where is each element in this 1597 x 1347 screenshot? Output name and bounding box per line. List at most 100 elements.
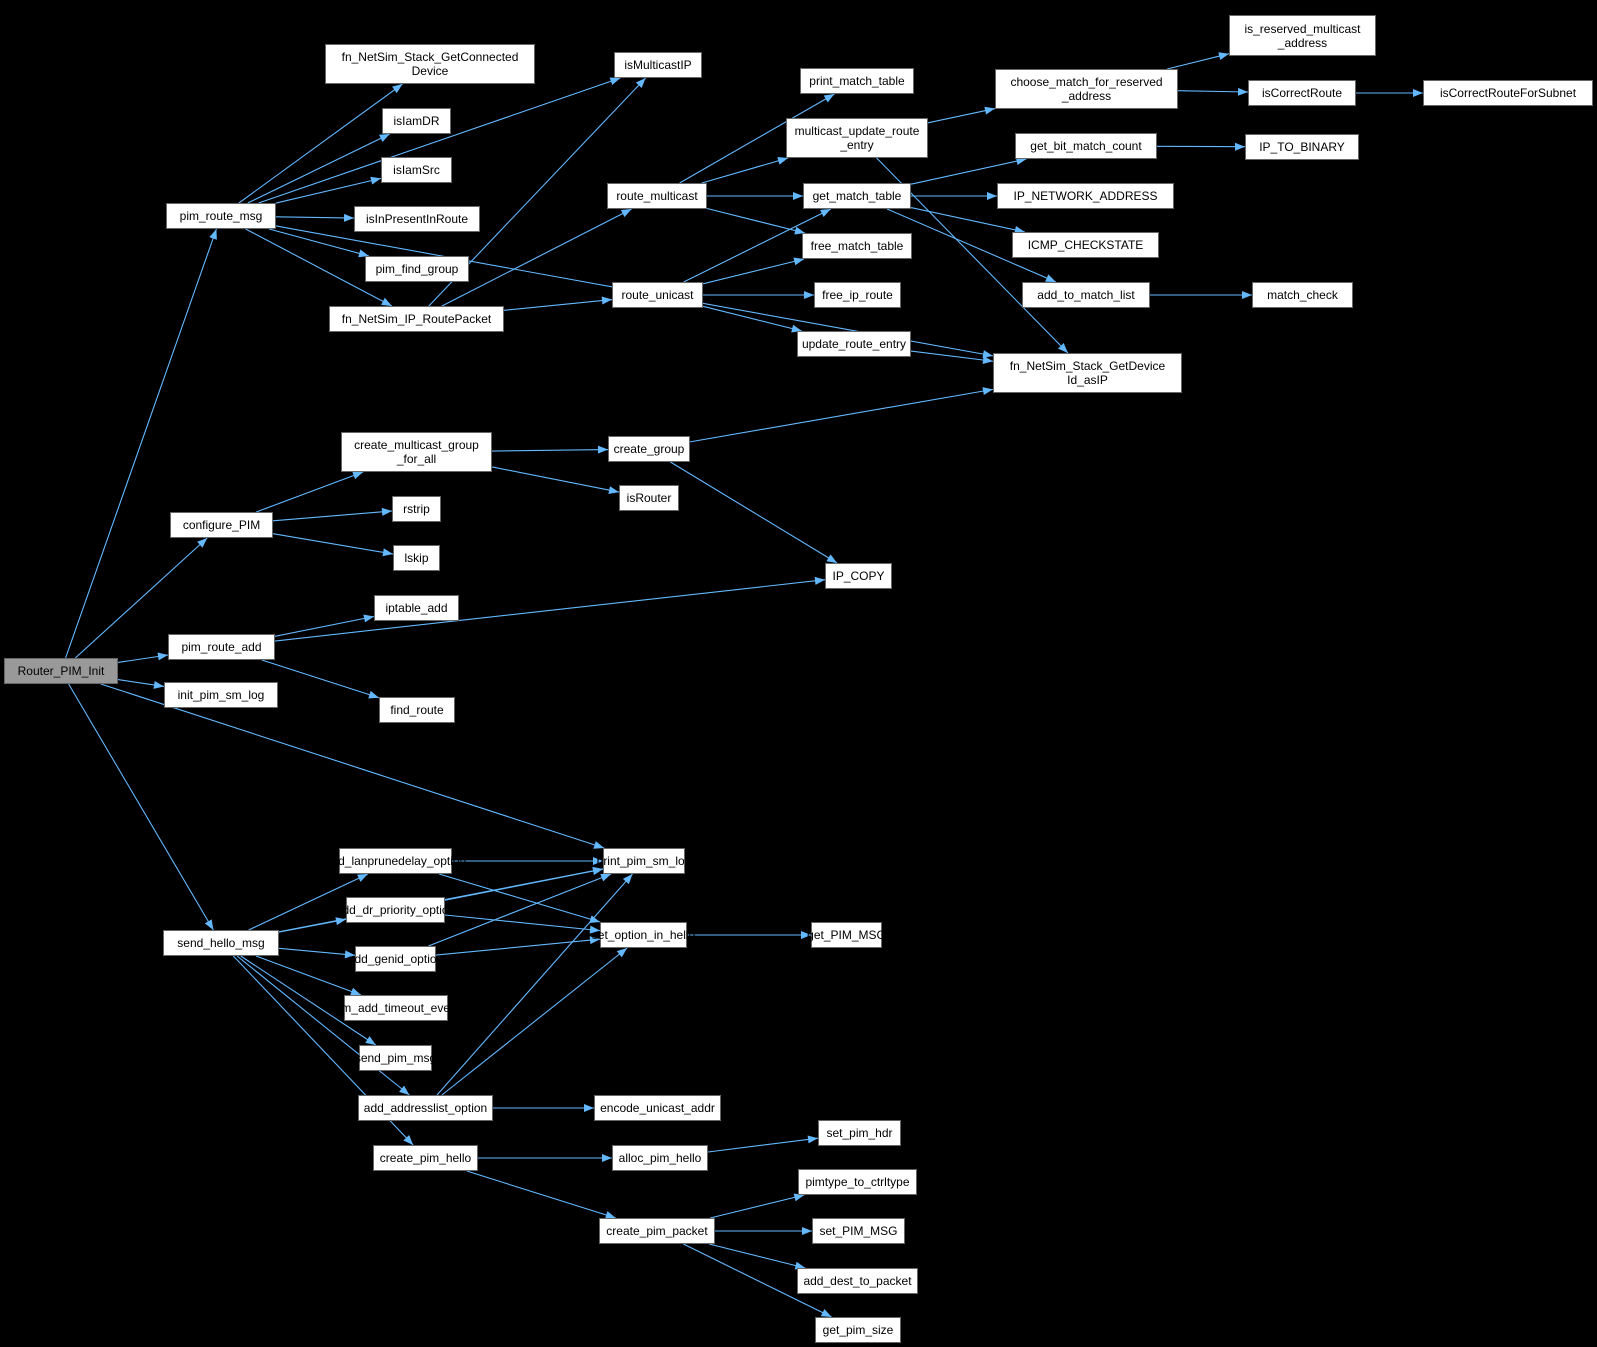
node-create_group[interactable]: create_group — [608, 436, 690, 462]
node-set_option_in_hello[interactable]: set_option_in_hello — [592, 922, 695, 948]
node-isIamDR[interactable]: isIamDR — [382, 108, 451, 134]
node-pimtype_to_ctrltype[interactable]: pimtype_to_ctrltype — [798, 1169, 917, 1195]
node-lskip[interactable]: lskip — [393, 545, 440, 571]
arrowhead-icon — [392, 84, 403, 94]
node-IP_COPY[interactable]: IP_COPY — [825, 563, 892, 589]
arrowhead-icon — [403, 1134, 414, 1145]
node-rstrip[interactable]: rstrip — [392, 496, 441, 522]
node-send_hello_msg[interactable]: send_hello_msg — [163, 930, 279, 956]
node-add_dest_to_packet[interactable]: add_dest_to_packet — [797, 1268, 918, 1294]
edge-create_group-to-fn_NetSim_Stack_GetDeviceId_asIP — [689, 388, 994, 443]
arrowhead-icon — [1015, 157, 1027, 166]
node-isCorrectRoute[interactable]: isCorrectRoute — [1248, 80, 1356, 106]
node-create_pim_hello[interactable]: create_pim_hello — [373, 1145, 478, 1171]
node-isRouter[interactable]: isRouter — [619, 485, 679, 511]
node-init_pim_sm_log[interactable]: init_pim_sm_log — [164, 682, 278, 708]
node-add_dr_priority_option[interactable]: add_dr_priority_option — [336, 897, 455, 923]
arrowhead-icon — [379, 134, 390, 142]
node-isCorrectRouteForSubnet[interactable]: isCorrectRouteForSubnet — [1423, 80, 1593, 106]
node-pim_add_timeout_event[interactable]: pim_add_timeout_event — [332, 995, 460, 1021]
node-send_pim_msg[interactable]: send_pim_msg — [355, 1045, 436, 1071]
node-add_genid_option[interactable]: add_genid_option — [348, 946, 443, 972]
arrowhead-icon — [344, 950, 355, 959]
edge-send_hello_msg-to-add_genid_option — [278, 947, 356, 956]
node-IP_NETWORK_ADDRESS[interactable]: IP_NETWORK_ADDRESS — [997, 183, 1174, 209]
edge-choose_match_for_reserved_address-to-is_reserved_multicast_address — [1167, 53, 1230, 70]
edge-pim_route_msg-to-isIamSrc — [275, 177, 382, 204]
node-isInPresentInRoute[interactable]: isInPresentInRoute — [354, 206, 480, 232]
node-match_check[interactable]: match_check — [1252, 282, 1353, 308]
node-get_match_table[interactable]: get_match_table — [803, 183, 911, 209]
node-add_addresslist_option[interactable]: add_addresslist_option — [358, 1095, 493, 1121]
node-find_route[interactable]: find_route — [379, 697, 455, 723]
node-IP_TO_BINARY[interactable]: IP_TO_BINARY — [1245, 134, 1359, 160]
edge-route_unicast-to-free_match_table — [702, 258, 805, 285]
edge-Router_PIM_Init-to-configure_PIM — [74, 537, 208, 659]
arrowhead-icon — [982, 356, 993, 365]
node-encode_unicast_addr[interactable]: encode_unicast_addr — [594, 1095, 721, 1121]
node-pim_route_add[interactable]: pim_route_add — [168, 634, 275, 660]
edge-create_multicast_group_for_all-to-isRouter — [491, 466, 620, 493]
node-get_pim_size[interactable]: get_pim_size — [815, 1317, 901, 1343]
node-get_PIM_MSG[interactable]: get_PIM_MSG — [807, 922, 886, 948]
node-fn_NetSim_Stack_GetConnectedDevice[interactable]: fn_NetSim_Stack_GetConnected Device — [325, 44, 535, 84]
arrowhead-icon — [801, 931, 811, 939]
edge-add_addresslist_option-to-set_option_in_hello — [441, 947, 628, 1096]
arrowhead-icon — [1413, 89, 1423, 97]
arrowhead-icon — [335, 917, 346, 926]
node-add_to_match_list[interactable]: add_to_match_list — [1022, 282, 1150, 308]
node-fn_NetSim_Stack_GetDeviceId_asIP[interactable]: fn_NetSim_Stack_GetDevice Id_asIP — [993, 353, 1182, 393]
node-free_match_table[interactable]: free_match_table — [802, 233, 912, 259]
edge-pim_route_msg-to-isInPresentInRoute — [275, 216, 355, 219]
arrowhead-icon — [370, 176, 381, 185]
node-add_lanprunedelay_option[interactable]: add_lanprunedelay_option — [325, 848, 466, 874]
arrowhead-icon — [793, 257, 805, 266]
arrowhead-icon — [794, 1261, 806, 1270]
arrowhead-icon — [357, 874, 368, 882]
edge-update_route_entry-to-fn_NetSim_Stack_GetDeviceId_asIP — [910, 350, 994, 362]
node-route_unicast[interactable]: route_unicast — [612, 282, 703, 308]
arrowhead-icon — [589, 925, 600, 934]
node-print_match_table[interactable]: print_match_table — [800, 68, 914, 94]
arrowhead-icon — [609, 77, 621, 86]
edge-send_hello_msg-to-add_addresslist_option — [236, 955, 410, 1096]
node-free_ip_route[interactable]: free_ip_route — [814, 282, 901, 308]
arrowhead-icon — [153, 681, 164, 689]
node-iptable_add[interactable]: iptable_add — [374, 595, 459, 621]
node-set_pim_hdr[interactable]: set_pim_hdr — [818, 1120, 901, 1146]
arrowhead-icon — [381, 297, 392, 306]
node-route_multicast[interactable]: route_multicast — [607, 183, 707, 209]
node-fn_NetSim_IP_RoutePacket[interactable]: fn_NetSim_IP_RoutePacket — [329, 306, 504, 332]
edge-add_dr_priority_option-to-set_option_in_hello — [444, 914, 601, 932]
node-configure_PIM[interactable]: configure_PIM — [170, 512, 273, 538]
node-pim_route_msg[interactable]: pim_route_msg — [166, 203, 276, 229]
node-multicast_update_route_entry[interactable]: multicast_update_route _entry — [786, 118, 928, 158]
edge-get_match_table-to-add_to_match_list — [886, 208, 1057, 283]
arrowhead-icon — [622, 874, 633, 885]
node-isIamSrc[interactable]: isIamSrc — [381, 157, 452, 183]
arrowhead-icon — [589, 915, 600, 923]
node-Router_PIM_Init[interactable]: Router_PIM_Init — [4, 658, 118, 684]
node-is_reserved_multicast_address[interactable]: is_reserved_multicast _address — [1229, 15, 1376, 56]
node-isMulticastIP[interactable]: isMulticastIP — [614, 52, 702, 78]
arrowhead-icon — [616, 948, 628, 958]
edge-configure_PIM-to-create_multicast_group_for_all — [256, 471, 364, 513]
node-print_pim_sm_log[interactable]: print_pim_sm_log — [597, 848, 691, 874]
node-ICMP_CHECKSTATE[interactable]: ICMP_CHECKSTATE — [1012, 232, 1159, 258]
arrowhead-icon — [794, 226, 805, 235]
node-set_PIM_MSG[interactable]: set_PIM_MSG — [812, 1218, 905, 1244]
node-alloc_pim_hello[interactable]: alloc_pim_hello — [612, 1145, 708, 1171]
node-update_route_entry[interactable]: update_route_entry — [797, 331, 911, 357]
arrowhead-icon — [982, 350, 993, 359]
edge-get_match_table-to-ICMP_CHECKSTATE — [910, 207, 1025, 233]
node-choose_match_for_reserved_address[interactable]: choose_match_for_reserved _address — [995, 69, 1178, 109]
arrowhead-icon — [589, 936, 600, 945]
arrowhead-icon — [793, 1193, 805, 1202]
node-create_multicast_group_for_all[interactable]: create_multicast_group _for_all — [341, 432, 492, 472]
edge-route_multicast-to-free_match_table — [706, 207, 806, 234]
edge-Router_PIM_Init-to-print_pim_sm_log — [100, 683, 605, 849]
node-create_pim_packet[interactable]: create_pim_packet — [599, 1218, 715, 1244]
node-pim_find_group[interactable]: pim_find_group — [365, 256, 469, 282]
edge-create_multicast_group_for_all-to-create_group — [491, 448, 609, 452]
node-get_bit_match_count[interactable]: get_bit_match_count — [1015, 133, 1157, 159]
